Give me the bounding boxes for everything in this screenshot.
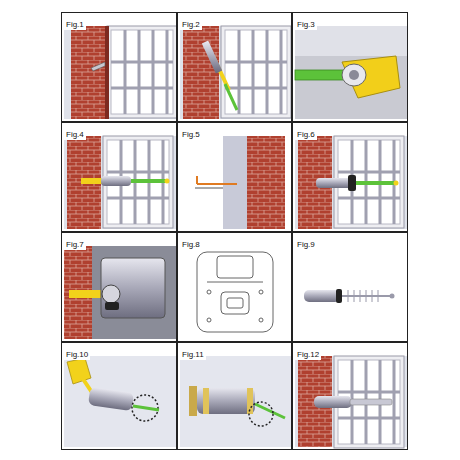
figure-label: Fig.8 [180,240,202,250]
figure-label: Fig.5 [180,130,202,140]
figure-label: Fig.2 [180,20,202,30]
figure-panel: Fig.9 [292,232,408,342]
figure-label: Fig.1 [64,20,86,30]
figure-label: Fig.7 [64,240,86,250]
figure-panel: Fig.1 [61,12,177,122]
figure-label: Fig.9 [295,240,317,250]
figure-panel: Fig.5 [177,122,292,232]
figure-label: Fig.10 [64,350,90,360]
figure-panel: Fig.7 [61,232,177,342]
figure-label: Fig.12 [295,350,321,360]
figure-panel: Fig.3 [292,12,408,122]
figure-panel: Fig.11 [177,342,292,450]
figure-label: Fig.11 [180,350,206,360]
figure-panel: Fig.6 [292,122,408,232]
figure-label: Fig.4 [64,130,86,140]
figure-panel: Fig.10 [61,342,177,450]
figure-panel: Fig.8 [177,232,292,342]
figure-label: Fig.3 [295,20,317,30]
figure-label: Fig.6 [295,130,317,140]
figure-panel: Fig.2 [177,12,292,122]
figure-panel: Fig.12 [292,342,408,450]
figure-panel: Fig.4 [61,122,177,232]
